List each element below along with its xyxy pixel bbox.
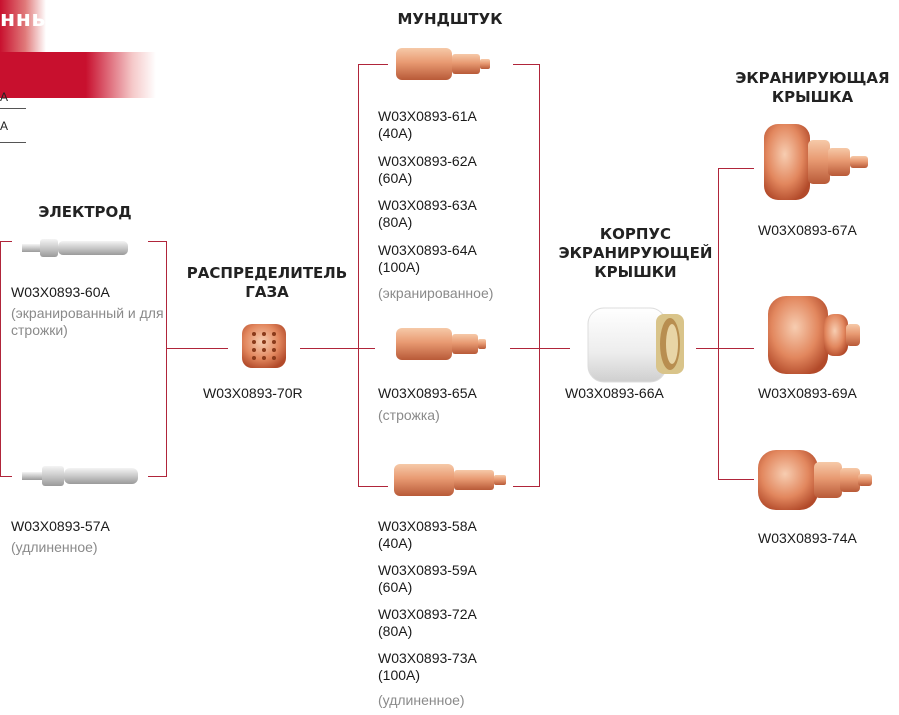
part-amperage: (100A) <box>378 667 420 684</box>
connector-line <box>0 241 1 477</box>
part-number: W03X0893-58A <box>378 518 477 535</box>
part-number: W03X0893-74A <box>758 530 857 547</box>
gas-distributor-image <box>238 320 290 372</box>
part-amperage: (100A) <box>378 259 420 276</box>
electrode-image <box>22 236 130 260</box>
heading-gas-distributor: РАСПРЕДЕЛИТЕЛЬ ГАЗА <box>172 264 362 302</box>
part-number: W03X0893-62A <box>378 153 477 170</box>
table-rule <box>0 142 26 143</box>
part-number: W03X0893-70R <box>203 385 303 402</box>
table-rule <box>0 108 26 109</box>
part-number: W03X0893-57A <box>11 518 110 535</box>
electrode-extended-image <box>22 462 140 490</box>
connector-line <box>0 241 12 242</box>
part-number: W03X0893-59A <box>378 562 477 579</box>
shield-cap-image <box>764 122 876 202</box>
connector-line <box>300 348 375 349</box>
table-cell-fragment: A <box>0 90 8 104</box>
nozzle-shielded-image <box>396 44 494 84</box>
part-note: (экранированное) <box>378 285 493 302</box>
connector-line <box>510 348 570 349</box>
part-note: (удлиненное) <box>378 692 465 709</box>
part-number: W03X0893-61A <box>378 108 477 125</box>
part-note: (удлиненное) <box>11 539 98 556</box>
connector-line <box>513 64 539 65</box>
part-amperage: (40A) <box>378 125 412 142</box>
part-amperage: (80A) <box>378 623 412 640</box>
connector-line <box>166 348 228 349</box>
connector-line <box>718 479 754 480</box>
section-tab-bottom: нный) <box>0 52 156 98</box>
connector-line <box>358 486 388 487</box>
heading-shield-cap: ЭКРАНИРУЮЩАЯ КРЫШКА <box>730 69 895 107</box>
part-number: W03X0893-63A <box>378 197 477 214</box>
connector-line <box>718 168 719 480</box>
connector-line <box>539 64 540 487</box>
part-amperage: (60A) <box>378 170 412 187</box>
shield-cap-image <box>768 294 868 376</box>
part-amperage: (60A) <box>378 579 412 596</box>
part-number: W03X0893-60A <box>11 284 110 301</box>
retaining-cap-image <box>586 304 690 386</box>
connector-line <box>718 168 754 169</box>
part-number: W03X0893-69A <box>758 385 857 402</box>
connector-line <box>148 241 166 242</box>
heading-retaining-cap: КОРПУС ЭКРАНИРУЮЩЕЙ КРЫШКИ <box>548 225 723 282</box>
connector-line <box>166 241 167 477</box>
part-number: W03X0893-73A <box>378 650 477 667</box>
connector-line <box>696 348 718 349</box>
section-tab-label: нный) <box>0 7 78 32</box>
part-number: W03X0893-65A <box>378 385 477 402</box>
heading-nozzle: МУНДШТУК <box>365 10 535 29</box>
part-number: W03X0893-64A <box>378 242 477 259</box>
nozzle-extended-image <box>394 460 512 500</box>
part-number: W03X0893-72A <box>378 606 477 623</box>
part-number: W03X0893-66A <box>565 385 664 402</box>
connector-line <box>513 486 539 487</box>
shield-cap-image <box>758 448 876 512</box>
part-amperage: (40A) <box>378 535 412 552</box>
connector-line <box>0 476 12 477</box>
connector-line <box>148 476 166 477</box>
part-note: (экранированный и для строжки) <box>11 305 166 339</box>
connector-line <box>718 348 754 349</box>
heading-electrode: ЭЛЕКТРОД <box>20 203 150 222</box>
part-number: W03X0893-67A <box>758 222 857 239</box>
part-amperage: (80A) <box>378 214 412 231</box>
nozzle-gouging-image <box>396 324 494 364</box>
connector-line <box>358 64 388 65</box>
part-note: (строжка) <box>378 407 440 424</box>
table-cell-fragment: A <box>0 119 8 133</box>
